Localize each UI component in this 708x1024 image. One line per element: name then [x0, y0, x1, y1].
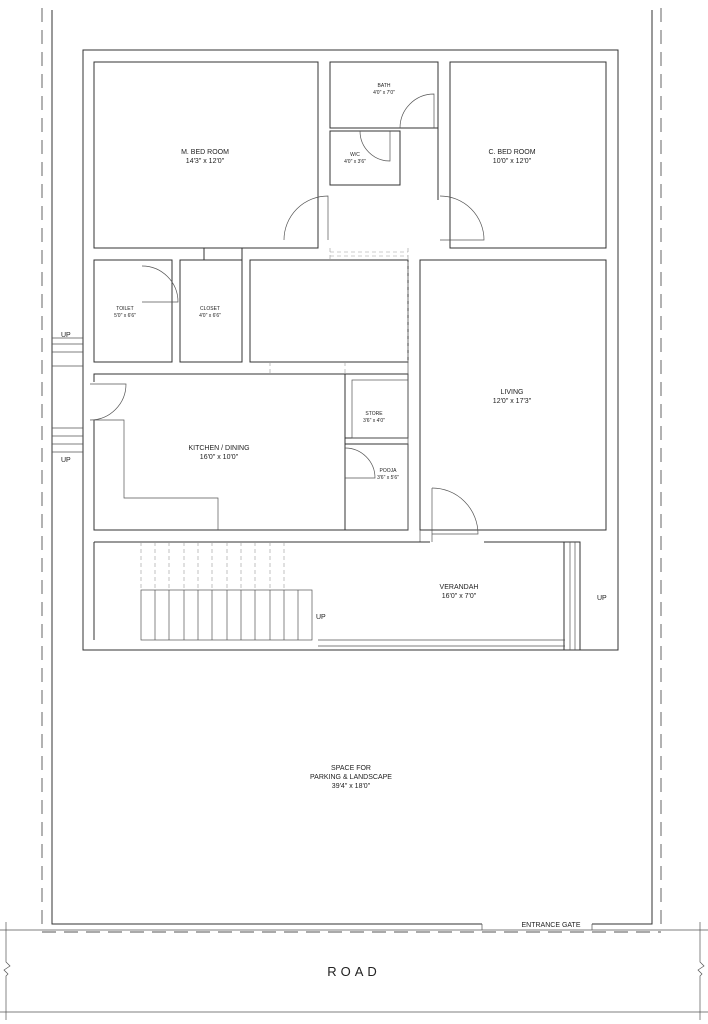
pooja-room [344, 443, 409, 531]
plot-boundary [41, 8, 662, 933]
child-bed-label: C. BED ROOM [488, 149, 535, 156]
pooja-walls [407, 362, 421, 542]
pooja-label: POOJA [380, 468, 398, 474]
house-outer-walls [82, 49, 619, 651]
lobby-dashed-2 [330, 251, 408, 257]
bath-size: 4'0" x 7'0" [373, 90, 395, 96]
master-bed-size: 14'3" x 12'0" [186, 158, 225, 165]
verandah-label: VERANDAH [440, 584, 479, 591]
verandah-step [318, 639, 565, 647]
up-label-right: UP [597, 595, 607, 602]
toilet-size: 5'0" x 6'6" [114, 313, 136, 319]
kitchen-label: KITCHEN / DINING [188, 445, 249, 452]
living-room [419, 259, 607, 531]
closet-walls [203, 248, 243, 362]
road-edges [0, 922, 708, 1020]
wet-area-walls [399, 62, 439, 200]
pooja-size: 3'6" x 5'6" [377, 475, 399, 481]
wc-size: 4'0" x 3'6" [344, 159, 366, 165]
master-bed-label: M. BED ROOM [181, 149, 229, 156]
staircase [140, 542, 313, 641]
compound-wall [51, 10, 653, 930]
side-steps [52, 337, 576, 650]
parking-size: 39'4" x 18'0" [332, 783, 371, 790]
child-bed-room [449, 61, 607, 249]
up-label-left-upper: UP [61, 332, 71, 339]
kitchen-size: 16'0" x 10'0" [200, 454, 239, 461]
verandah [93, 541, 581, 650]
up-label-left-lower: UP [61, 457, 71, 464]
closet-label: CLOSET [200, 306, 220, 312]
closet-size: 4'0" x 6'6" [199, 313, 221, 319]
doors [89, 93, 485, 542]
parking-label-line1: SPACE FOR [331, 765, 371, 772]
lobby-dashed [269, 248, 409, 375]
store-shelf [351, 379, 409, 439]
wc-label: W/C [350, 152, 360, 158]
master-bed-room [93, 61, 319, 249]
living-size: 12'0" x 17'3" [493, 398, 532, 405]
store-room [344, 373, 409, 439]
wc-room [329, 130, 401, 186]
toilet-label: TOILET [116, 306, 133, 312]
store-label: STORE [365, 411, 383, 417]
toilet-room [93, 259, 173, 363]
kitchen-dining [93, 373, 346, 531]
bath-label: BATH [378, 83, 391, 89]
store-size: 3'6" x 4'0" [363, 418, 385, 424]
lobby [249, 259, 409, 363]
road-label: ROAD [327, 964, 381, 979]
entrance-gate-label: ENTRANCE GATE [522, 922, 581, 929]
kitchen-counter [94, 419, 219, 530]
up-label-stair: UP [316, 614, 326, 621]
verandah-size: 16'0" x 7'0" [442, 593, 477, 600]
living-label: LIVING [501, 389, 524, 396]
child-bed-size: 10'0" x 12'0" [493, 158, 532, 165]
parking-label-line2: PARKING & LANDSCAPE [310, 774, 392, 781]
